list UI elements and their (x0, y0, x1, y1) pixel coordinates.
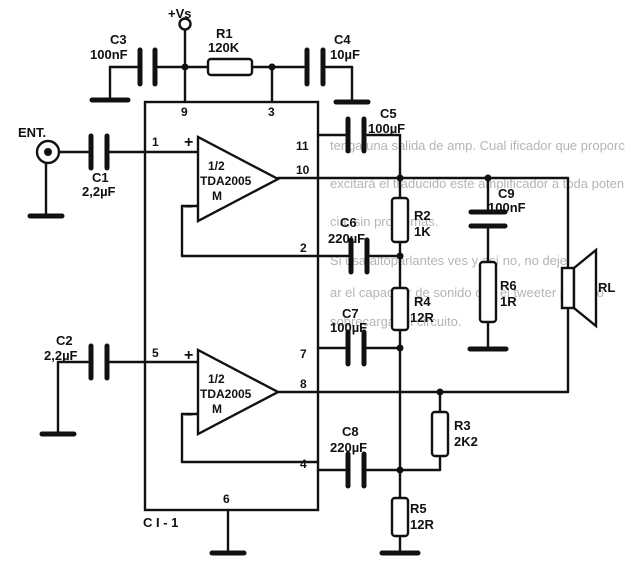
c4-ref: C4 (334, 32, 351, 47)
c3-value: 100nF (90, 47, 128, 62)
opamp-1 (196, 135, 281, 223)
r4-ref: R4 (414, 294, 431, 309)
r4-body (390, 286, 410, 332)
pin-6: 6 (223, 492, 230, 506)
r3-body (430, 410, 450, 458)
rl-ref: RL (598, 280, 615, 295)
c8-ref: C8 (342, 424, 359, 439)
ground-symbols (27, 97, 509, 556)
c9-value: 100nF (488, 200, 526, 215)
loudspeaker-icon (560, 247, 598, 329)
amp1-fraction: 1/2 (208, 159, 225, 173)
ic-package (143, 100, 320, 512)
c4-value: 10µF (330, 47, 360, 62)
c3-ref: C3 (110, 32, 127, 47)
r2-body (390, 196, 410, 244)
c5-ref: C5 (380, 106, 397, 121)
r3-value: 2K2 (454, 434, 478, 449)
c2-ref: C2 (56, 333, 73, 348)
amp2-part: TDA2005 (200, 387, 252, 401)
capacitors (88, 47, 508, 489)
opamp-polarity: + − + − (184, 134, 193, 424)
r1-ref: R1 (216, 26, 233, 41)
c1-value: 2,2µF (82, 184, 116, 199)
pin-4: 4 (300, 457, 307, 471)
pin-3: 3 (268, 105, 275, 119)
c6-value: 220µF (328, 231, 365, 246)
ghost-line: excitará el traducido este amplificador … (330, 176, 624, 191)
amp1-part: TDA2005 (200, 174, 252, 188)
r4-value: 12R (410, 310, 434, 325)
svg-text:+: + (184, 134, 193, 151)
opamp-2 (196, 348, 281, 436)
r6-body (478, 260, 498, 324)
component-labels: +Vs R1 120K C3 100nF C4 10µF ENT. C1 2,2… (18, 6, 615, 532)
c5-value: 100µF (368, 121, 405, 136)
svg-text:−: − (184, 199, 193, 216)
pin-1: 1 (152, 135, 159, 149)
c9-ref: C9 (498, 186, 515, 201)
r1-body (206, 57, 254, 77)
r2-value: 1K (414, 224, 431, 239)
resistors (206, 57, 498, 538)
c7-ref: C7 (342, 306, 359, 321)
r5-value: 12R (410, 517, 434, 532)
c6-ref: C6 (340, 215, 357, 230)
r3-ref: R3 (454, 418, 471, 433)
supply-label: +Vs (168, 6, 192, 21)
supply-terminal (178, 17, 192, 31)
opamp-labels: 1/2 TDA2005 M 1/2 TDA2005 M (200, 159, 252, 416)
pin-8: 8 (300, 377, 307, 391)
pin-7: 7 (300, 347, 307, 361)
r6-value: 1R (500, 294, 517, 309)
ghost-line: tenga una salida de amp. Cual ificador q… (330, 138, 625, 153)
ic-label: C I - 1 (143, 515, 178, 530)
pin-10: 10 (296, 163, 310, 177)
amp2-mark: M (212, 402, 222, 416)
r6-ref: R6 (500, 278, 517, 293)
r5-ref: R5 (410, 501, 427, 516)
junctions (181, 63, 492, 474)
r2-ref: R2 (414, 208, 431, 223)
svg-text:−: − (184, 407, 193, 424)
input-jack (35, 139, 61, 165)
c1-ref: C1 (92, 170, 109, 185)
pin-9: 9 (181, 105, 188, 119)
pin-11: 11 (296, 139, 309, 153)
r5-body (390, 496, 410, 538)
c2-value: 2,2µF (44, 348, 78, 363)
input-label: ENT. (18, 125, 46, 140)
pin-5: 5 (152, 346, 159, 360)
amp1-mark: M (212, 189, 222, 203)
amp2-fraction: 1/2 (208, 372, 225, 386)
pin-2: 2 (300, 241, 307, 255)
ghost-line: cia, sin problemas. (330, 214, 438, 229)
svg-text:+: + (184, 347, 193, 364)
r1-value: 120K (208, 40, 240, 55)
c8-value: 220µF (330, 440, 367, 455)
pin-numbers: 9 3 11 1 10 2 5 7 8 4 6 (152, 105, 310, 506)
c7-value: 100µF (330, 320, 367, 335)
